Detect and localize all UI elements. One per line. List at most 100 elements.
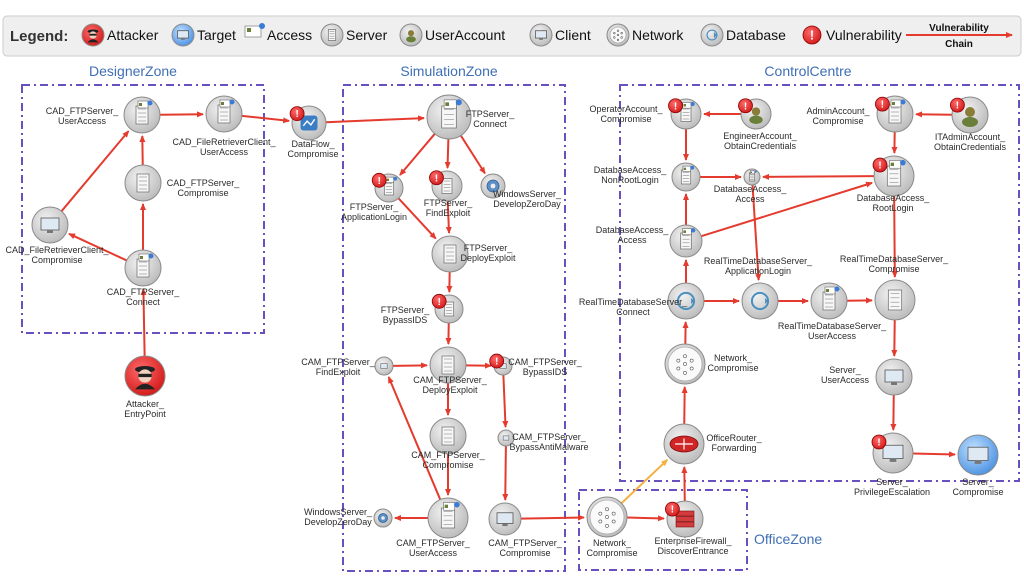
node-label: Server_Compromise [952, 477, 1003, 497]
chain-edge [891, 195, 898, 279]
node-label: CAD_FileRetrieverClient_UserAccess [172, 137, 276, 157]
node-label: CAD_FTPServer_Connect [107, 287, 181, 307]
node-server-comp: Server_Compromise [952, 434, 1004, 497]
control-zone-title: ControlCentre [764, 63, 851, 79]
node-db-access2: DatabaseAccess_Access [596, 224, 703, 258]
office-zone-title: OfficeZone [754, 531, 822, 547]
client-icon [529, 23, 553, 47]
node-label: RealTimeDatabaseServer_UserAccess [778, 321, 887, 341]
svg-text:!: ! [674, 101, 677, 112]
node-label: EngineerAccount_ObtainCredentials [723, 131, 798, 151]
node-db-root: ! DatabaseAccess_RootLogin [857, 155, 931, 213]
designer-zone-border [21, 84, 265, 334]
chain-edge [626, 515, 666, 522]
node-label: FTPServer_ApplicationLogin [341, 202, 407, 222]
alt-chain-edge [620, 459, 669, 504]
legend-chain-label-2: Chain [945, 39, 973, 50]
svg-text:!: ! [378, 176, 381, 187]
edges [60, 111, 957, 522]
legend-label: Server [346, 27, 388, 43]
node-label: DatabaseAccess_Access [714, 184, 788, 204]
node-win-dev2: WindowsServer_DevelopZeroDay [304, 507, 393, 528]
chain-edge [445, 200, 452, 235]
node-label: RealTimeDatabaseServer_Connect [579, 297, 688, 317]
node-label: Network_Compromise [707, 353, 758, 373]
node-label: OfficeRouter_Forwarding [706, 433, 762, 453]
node-ftp-findexploit: !FTPServer_FindExploit [424, 170, 473, 218]
node-label: CAD_FTPServer_Compromise [167, 178, 241, 198]
node-router: OfficeRouter_Forwarding [663, 423, 763, 465]
access-icon [244, 23, 265, 38]
node-label: DatabaseAccess_RootLogin [857, 193, 931, 213]
legend-label: Database [726, 27, 786, 43]
chain-edge [68, 232, 128, 262]
chain-edge [502, 445, 509, 502]
svg-text:!: ! [435, 173, 438, 184]
node-db-nonroot: DatabaseAccess_NonRootLogin [594, 162, 701, 192]
svg-text:!: ! [881, 100, 884, 111]
node-label: FTPServer_BypassIDS [381, 305, 431, 325]
node-rtdb-applogin: RealTimeDatabaseServer_ApplicationLogin [704, 256, 813, 320]
chain-edge [140, 287, 147, 357]
node-label: Attacker_EntryPoint [124, 399, 166, 419]
designer-zone-title: DesignerZone [89, 63, 177, 79]
legend-label: UserAccount [425, 27, 505, 43]
legend-label: Client [555, 27, 591, 43]
chain-edge [399, 133, 436, 176]
node-label: EnterpriseFirewall_DiscoverEntrance [654, 536, 732, 556]
node-label: WindowsServer_DevelopZeroDay [304, 507, 373, 527]
node-operator: !OperatorAccount_Compromise [589, 98, 702, 130]
legend-chain-label-1: Vulnerability [929, 23, 989, 34]
node-rtdb-comp: RealTimeDatabaseServer_Compromise [840, 254, 949, 321]
nodes: Attacker_EntryPoint CAD_FTPServer_Connect… [5, 94, 1007, 558]
svg-text:!: ! [744, 101, 747, 112]
node-label: Network_Compromise [586, 538, 637, 558]
node-admin: !AdminAccount_Compromise [806, 95, 914, 133]
node-cam-ftpcomp: CAM_FTPServer_Compromise [488, 502, 563, 558]
node-ftp-connect: FTPServer_Connect [426, 94, 515, 140]
node-label: CAM_FTPServer_BypassIDS [508, 357, 583, 377]
node-cam-comp: CAM_FTPServer_Compromise [411, 417, 486, 470]
node-label: FTPServer_DeployExploit [460, 243, 516, 263]
node-attacker: Attacker_EntryPoint [124, 355, 166, 419]
node-label: CAM_FTPServer_FindExploit [301, 357, 376, 377]
node-label: DatabaseAccess_Access [596, 225, 670, 245]
node-engineer: ! EngineerAccount_ObtainCredentials [723, 98, 798, 151]
node-ftp-applogin: ! FTPServer_ApplicationLogin [341, 172, 407, 222]
chain-edge [387, 376, 442, 500]
node-label: CAD_FileRetrieverClient_Compromise [5, 245, 109, 265]
node-cad-connect: CAD_FTPServer_Connect [107, 249, 181, 307]
node-dataflow: !DataFlow_Compromise [287, 105, 339, 159]
chain-edge [397, 197, 437, 240]
chain-edge [502, 374, 509, 429]
attacker-icon [81, 23, 105, 47]
server-icon [320, 23, 344, 47]
node-rtdb-connect: RealTimeDatabaseServer_Connect [579, 282, 705, 320]
svg-text:!: ! [878, 161, 881, 172]
node-firewall: !EnterpriseFirewall_DiscoverEntrance [654, 500, 733, 556]
node-cad-client-comp: CAD_FileRetrieverClient_Compromise [5, 206, 110, 265]
node-cam-useraccess: CAM_FTPServer_UserAccess [396, 497, 471, 558]
node-cam-deploy: CAM_FTPServer_DeployExploit [413, 346, 488, 395]
simulation-zone-border [342, 84, 566, 572]
user-account-icon [399, 23, 423, 47]
node-label: CAM_FTPServer_Compromise [411, 450, 486, 470]
database-icon [700, 23, 724, 47]
node-win-dev: WindowsServer_DevelopZeroDay [480, 173, 562, 209]
node-label: DataFlow_Compromise [287, 139, 338, 159]
node-cad-server-comp: CAD_FTPServer_Compromise [124, 164, 241, 202]
svg-text:!: ! [438, 297, 441, 308]
node-label: ITAdminAccount_ObtainCredentials [934, 132, 1007, 152]
target-icon [171, 23, 195, 47]
zones: DesignerZone SimulationZone ControlCentr… [21, 63, 1020, 572]
chain-edge [159, 111, 205, 118]
node-net-comp2: Network_Compromise [664, 343, 759, 385]
node-server-useraccess: Server_UserAccess [821, 358, 913, 396]
legend-label: Attacker [107, 27, 159, 43]
chain-edge [325, 115, 426, 124]
control-zone-border [619, 84, 1020, 482]
simulation-zone-title: SimulationZone [400, 63, 497, 79]
node-ftp-bypass: ! FTPServer_BypassIDS [381, 293, 464, 325]
